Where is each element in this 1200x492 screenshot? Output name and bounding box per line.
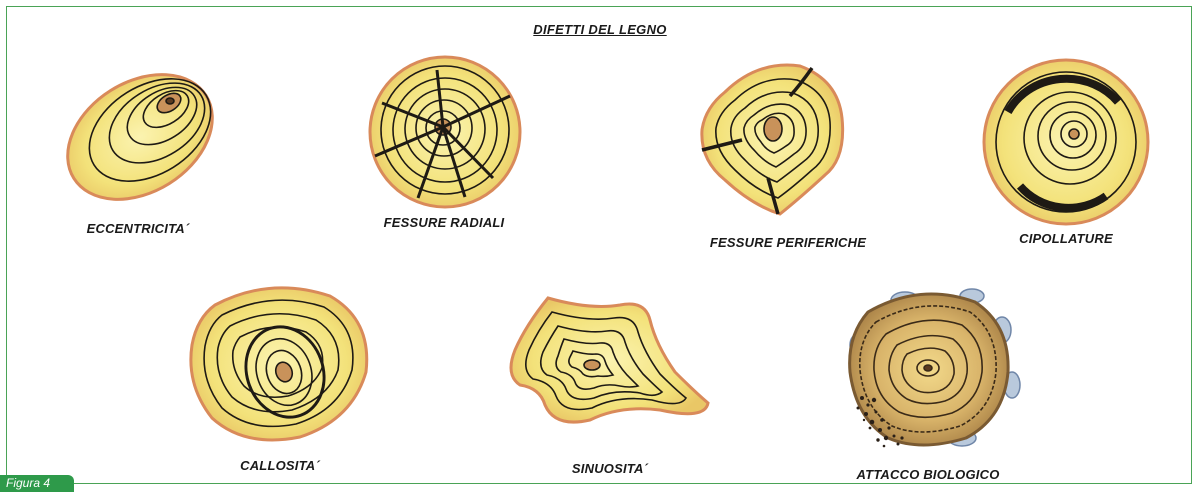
label-fessure-periferiche: FESSURE PERIFERICHE	[710, 235, 866, 250]
log-sinuosita	[511, 298, 708, 422]
label-attacco-biologico: ATTACCO BIOLOGICO	[856, 467, 999, 482]
label-sinuosita: SINUOSITA´	[572, 461, 648, 476]
label-eccentricita: ECCENTRICITA´	[87, 221, 190, 236]
log-fessure-periferiche	[702, 65, 843, 214]
log-fessure-radiali	[370, 57, 520, 207]
label-fessure-radiali: FESSURE RADIALI	[384, 215, 505, 230]
figure-number-badge: Figura 4	[0, 475, 74, 492]
label-cipollature: CIPOLLATURE	[1019, 231, 1113, 246]
log-cipollature	[984, 60, 1148, 224]
log-callosita	[191, 288, 367, 440]
log-eccentricita	[45, 49, 236, 225]
log-attacco-biologico	[850, 289, 1020, 447]
label-callosita: CALLOSITA´	[240, 458, 320, 473]
